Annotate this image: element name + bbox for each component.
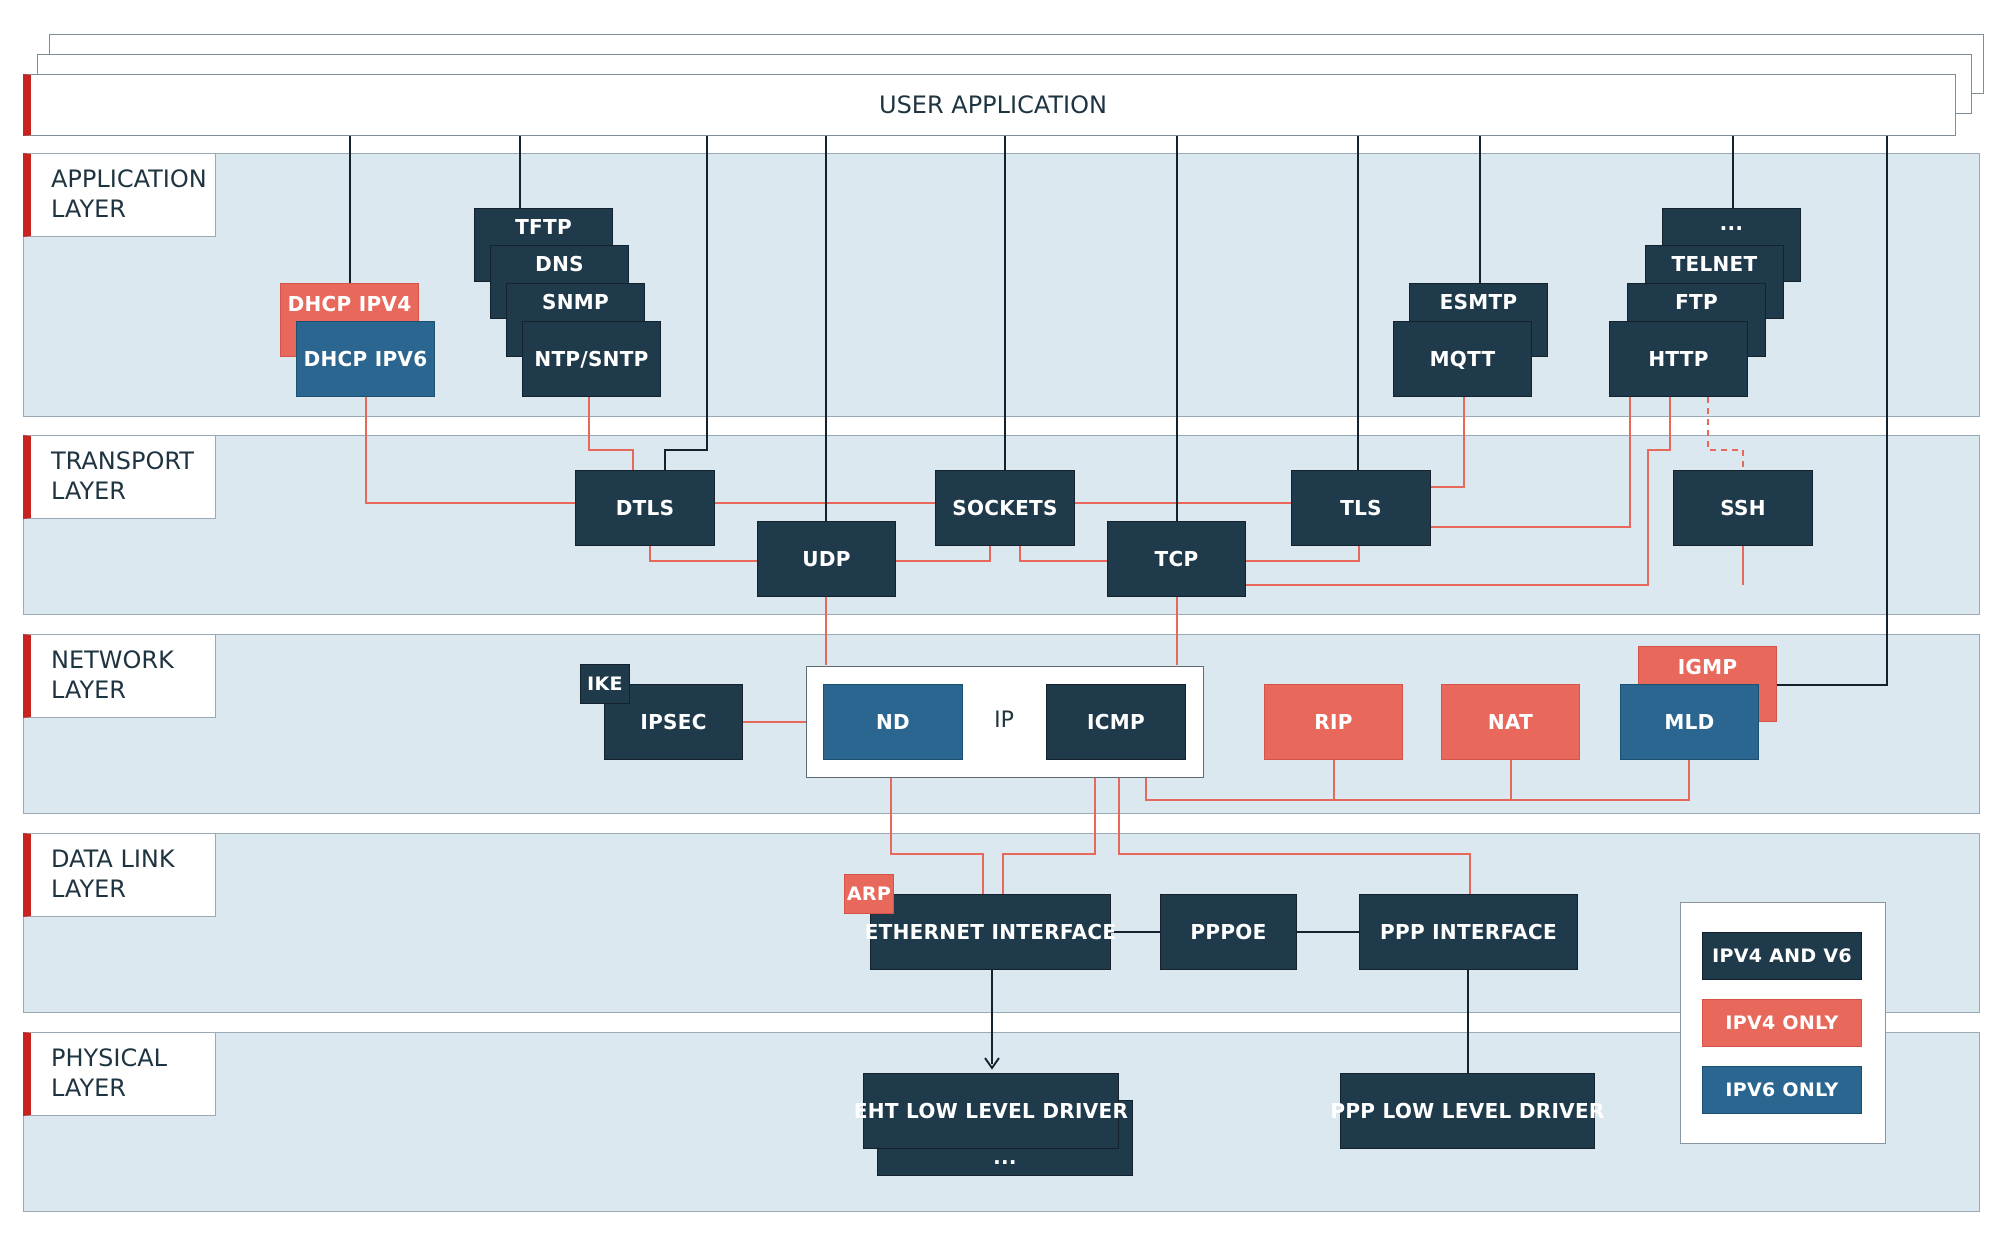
network-layer-label: NETWORK LAYER bbox=[23, 634, 216, 718]
ppp-low-level-driver-box: PPP LOW LEVEL DRIVER bbox=[1330, 1073, 1604, 1149]
link-dtls-udp bbox=[649, 546, 757, 562]
physical-layer-label-line2: LAYER bbox=[51, 1074, 126, 1102]
telnet-label: TELNET bbox=[1671, 252, 1758, 276]
nat-label: NAT bbox=[1487, 710, 1534, 734]
dtls-box: DTLS bbox=[575, 470, 715, 546]
http-box: HTTP bbox=[1609, 321, 1748, 397]
http-label: HTTP bbox=[1648, 347, 1709, 371]
ip-label: IP bbox=[994, 708, 1014, 733]
ppp-low-level-driver-label: PPP LOW LEVEL DRIVER bbox=[1330, 1099, 1605, 1123]
udp-box: UDP bbox=[757, 521, 896, 597]
link-udp-sockets bbox=[896, 546, 991, 562]
tls-label: TLS bbox=[1340, 496, 1382, 520]
transport-layer-label: TRANSPORT LAYER bbox=[23, 435, 216, 519]
network-layer-label-line1: NETWORK bbox=[51, 646, 174, 674]
eth-driver-more-label: ... bbox=[993, 1145, 1017, 1169]
link-http-tcp bbox=[1246, 397, 1671, 586]
eth-low-level-driver-label: EHT LOW LEVEL DRIVER bbox=[853, 1099, 1129, 1123]
link-http-tls bbox=[1431, 397, 1631, 528]
nd-label: ND bbox=[876, 710, 910, 734]
datalink-layer-label-line1: DATA LINK bbox=[51, 845, 175, 873]
dhcp-ipv4-label: DHCP IPV4 bbox=[287, 292, 412, 316]
tls-box: TLS bbox=[1291, 470, 1431, 546]
icmp-label: ICMP bbox=[1087, 710, 1145, 734]
link-mqtt-tls bbox=[1431, 397, 1465, 488]
ipsec-label: IPSEC bbox=[640, 710, 707, 734]
ethernet-interface-label: ETHERNET INTERFACE bbox=[864, 920, 1117, 944]
dtls-label: DTLS bbox=[615, 496, 675, 520]
link-http-ssh bbox=[1707, 397, 1744, 470]
ntp-sntp-box: NTP/SNTP bbox=[522, 321, 661, 397]
ike-label: IKE bbox=[587, 673, 623, 695]
rip-box: RIP bbox=[1264, 684, 1403, 760]
application-layer-label: APPLICATION LAYER bbox=[23, 153, 216, 237]
tcp-label: TCP bbox=[1154, 547, 1199, 571]
link-dhcp-dtls bbox=[365, 397, 575, 504]
dhcp-ipv6-label: DHCP IPV6 bbox=[303, 347, 428, 371]
application-layer-label-line1: APPLICATION bbox=[51, 165, 207, 193]
nd-box: ND bbox=[823, 684, 963, 760]
arrowhead-ethernet-driver bbox=[984, 1057, 1000, 1070]
ppp-interface-label: PPP INTERFACE bbox=[1380, 920, 1557, 944]
igmp-label: IGMP bbox=[1677, 655, 1738, 679]
legend-ipv4-only-label: IPV4 ONLY bbox=[1725, 1012, 1839, 1034]
transport-layer-label-line2: LAYER bbox=[51, 477, 126, 505]
physical-layer-label-line1: PHYSICAL bbox=[51, 1044, 168, 1072]
link-icmp-ethernet bbox=[1002, 778, 1096, 894]
link-icmp-rip-nat-mld bbox=[1145, 760, 1690, 801]
eth-low-level-driver-box: EHT LOW LEVEL DRIVER bbox=[854, 1073, 1128, 1149]
legend-ipv4-only: IPV4 ONLY bbox=[1702, 999, 1862, 1047]
link-sockets-tcp bbox=[1019, 546, 1107, 562]
pppoe-label: PPPOE bbox=[1190, 920, 1267, 944]
mld-label: MLD bbox=[1664, 710, 1715, 734]
tftp-label: TFTP bbox=[515, 215, 572, 239]
sockets-box: SOCKETS bbox=[935, 470, 1075, 546]
application-layer-label-line2: LAYER bbox=[51, 195, 126, 223]
ppp-interface-box: PPP INTERFACE bbox=[1359, 894, 1578, 970]
legend-ipv4-and-v6: IPV4 AND V6 bbox=[1702, 932, 1862, 980]
rip-label: RIP bbox=[1314, 710, 1353, 734]
network-layer-label-line2: LAYER bbox=[51, 676, 126, 704]
datalink-layer-label: DATA LINK LAYER bbox=[23, 833, 216, 917]
arp-box: ARP bbox=[844, 874, 894, 914]
ntp-sntp-label: NTP/SNTP bbox=[534, 347, 649, 371]
user-application-label: USER APPLICATION bbox=[879, 91, 1107, 119]
snmp-label: SNMP bbox=[542, 290, 609, 314]
arp-label: ARP bbox=[846, 883, 892, 905]
dns-label: DNS bbox=[535, 252, 584, 276]
mqtt-box: MQTT bbox=[1393, 321, 1532, 397]
nat-box: NAT bbox=[1441, 684, 1580, 760]
esmtp-label: ESMTP bbox=[1439, 290, 1518, 314]
link-app-dtls bbox=[664, 136, 708, 470]
more-app-protocols-label: ... bbox=[1719, 211, 1744, 235]
link-app-mld bbox=[1776, 136, 1888, 686]
ssh-label: SSH bbox=[1720, 496, 1766, 520]
legend-ipv4-and-v6-label: IPV4 AND V6 bbox=[1712, 945, 1852, 967]
tcp-box: TCP bbox=[1107, 521, 1246, 597]
udp-label: UDP bbox=[802, 547, 851, 571]
icmp-box: ICMP bbox=[1046, 684, 1186, 760]
transport-layer-label-line1: TRANSPORT bbox=[51, 447, 194, 475]
ethernet-interface-box: ETHERNET INTERFACE bbox=[865, 894, 1116, 970]
ftp-label: FTP bbox=[1675, 290, 1718, 314]
pppoe-box: PPPOE bbox=[1160, 894, 1297, 970]
datalink-layer-label-line2: LAYER bbox=[51, 875, 126, 903]
link-tcp-tls bbox=[1246, 546, 1360, 562]
ssh-box: SSH bbox=[1673, 470, 1813, 546]
sockets-label: SOCKETS bbox=[952, 496, 1058, 520]
ike-box: IKE bbox=[580, 664, 630, 704]
link-ntp-dtls bbox=[588, 397, 634, 470]
legend-ipv6-only-label: IPV6 ONLY bbox=[1725, 1079, 1839, 1101]
physical-layer-label: PHYSICAL LAYER bbox=[23, 1032, 216, 1116]
legend-ipv6-only: IPV6 ONLY bbox=[1702, 1066, 1862, 1114]
link-nd-ethernet bbox=[890, 778, 984, 894]
user-application-box: USER APPLICATION bbox=[23, 74, 1956, 136]
link-icmp-ppp bbox=[1118, 778, 1471, 894]
mld-box: MLD bbox=[1620, 684, 1759, 760]
mqtt-label: MQTT bbox=[1429, 347, 1496, 371]
dhcp-ipv6-box: DHCP IPV6 bbox=[296, 321, 435, 397]
